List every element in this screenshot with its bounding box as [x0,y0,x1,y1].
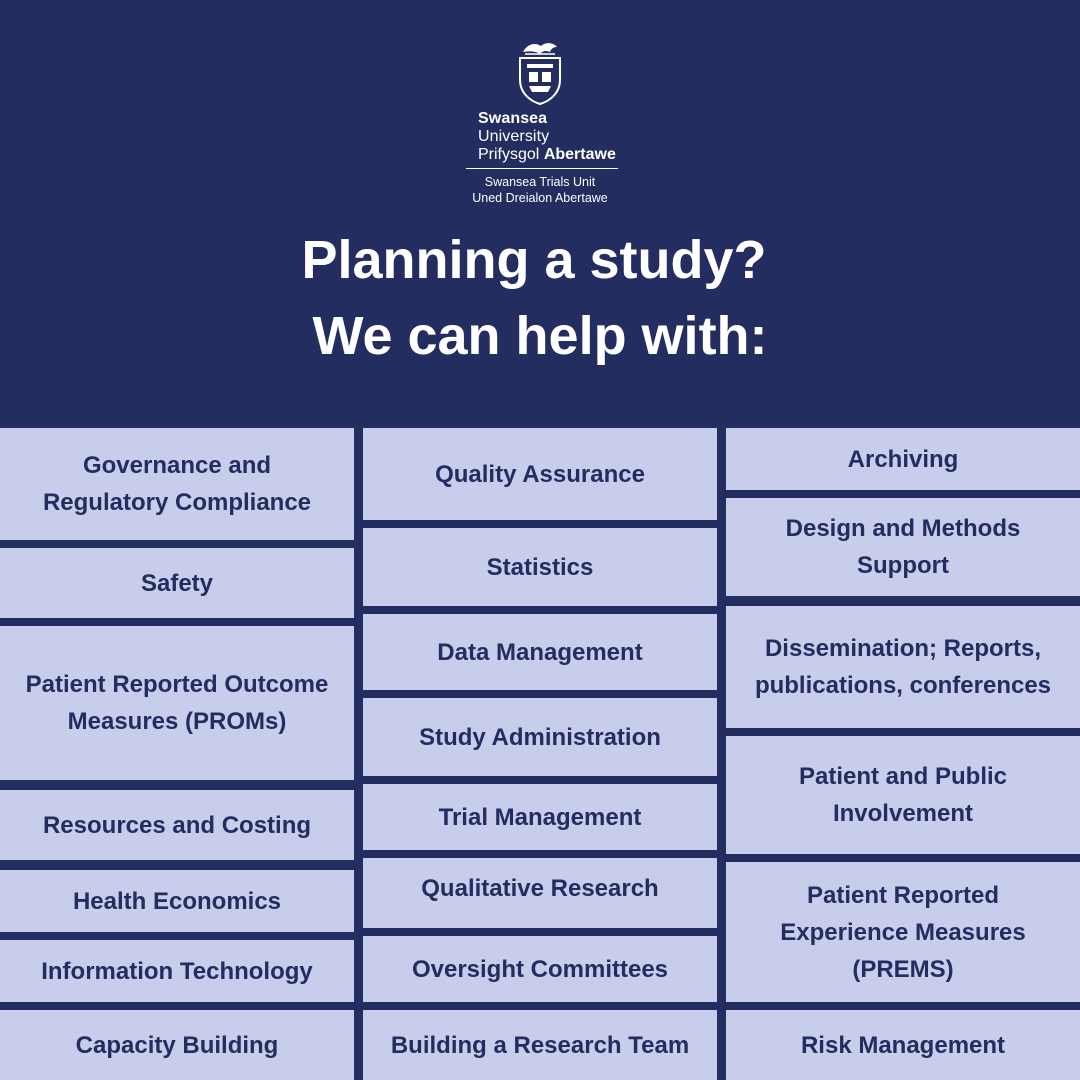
headline-line-1: Planning a study? [301,230,767,290]
service-tile-capacity-building: Capacity Building [0,1010,354,1080]
service-tile-resources-costing: Resources and Costing [0,790,354,860]
service-tile-trial-management: Trial Management [363,784,717,850]
service-label: Data Management [437,638,643,666]
logo-name-english: Swansea University [460,110,620,146]
service-tile-proms: Patient Reported Outcome Measures (PROMs… [0,626,354,780]
logo-welsh-bold: Abertawe [543,146,616,163]
service-tile-design-methods: Design and Methods Support [726,498,1080,596]
service-label: Information Technology [41,957,313,985]
service-label: Oversight Committees [411,955,669,983]
logo-unit-welsh: Uned Dreialon Abertawe [472,191,608,205]
service-label: Patient and Public Involvement [798,763,1008,827]
service-label: Governance and Regulatory Compliance [42,452,312,516]
service-label: Safety [140,569,214,597]
service-label: Risk Management [800,1031,1006,1059]
service-label: Resources and Costing [42,811,312,839]
service-label: Trial Management [438,803,642,831]
service-tile-data-management: Data Management [363,614,717,690]
service-label: Archiving [847,445,959,473]
service-label: Design and Methods Support [785,515,1021,579]
service-tile-safety: Safety [0,548,354,618]
headline-line-2: We can help with: [312,306,768,366]
service-tile-patient-public-involvement: Patient and Public Involvement [726,736,1080,854]
logo-divider [466,168,618,169]
service-label: Health Economics [72,887,282,915]
service-label: Capacity Building [75,1031,279,1059]
service-label: Study Administration [419,723,661,751]
logo-welsh-regular: Prifysgol [478,146,540,163]
service-label: Quality Assurance [435,460,645,488]
service-tile-risk-management: Risk Management [726,1010,1080,1080]
service-label: Qualitative Research [421,874,659,902]
service-tile-archiving: Archiving [726,428,1080,490]
university-logo: Swansea University Prifysgol Abertawe Sw… [0,38,1080,206]
service-tile-oversight-committees: Oversight Committees [363,936,717,1002]
university-crest-icon [519,43,561,106]
service-label: Patient Reported Outcome Measures (PROMs… [25,671,329,735]
logo-name-welsh: Prifysgol Abertawe [460,146,620,164]
logo-name-regular: University [478,128,550,145]
service-tile-research-team: Building a Research Team [363,1010,717,1080]
service-tile-statistics: Statistics [363,528,717,606]
logo-name-bold: Swansea [478,110,548,127]
logo-unit-english: Swansea Trials Unit [484,175,596,189]
service-tile-study-administration: Study Administration [363,698,717,776]
service-tile-health-economics: Health Economics [0,870,354,932]
service-label: Patient Reported Experience Measures (PR… [780,881,1026,983]
service-label: Statistics [486,553,594,581]
service-tile-governance: Governance and Regulatory Compliance [0,428,354,540]
service-label: Building a Research Team [390,1031,690,1059]
service-tile-information-technology: Information Technology [0,940,354,1002]
service-tile-quality-assurance: Quality Assurance [363,428,717,520]
service-tile-dissemination: Dissemination; Reports, publications, co… [726,606,1080,728]
service-tile-prems: Patient Reported Experience Measures (PR… [726,862,1080,1002]
service-tile-qualitative-research: Qualitative Research [363,858,717,928]
service-label: Dissemination; Reports, publications, co… [754,635,1052,699]
